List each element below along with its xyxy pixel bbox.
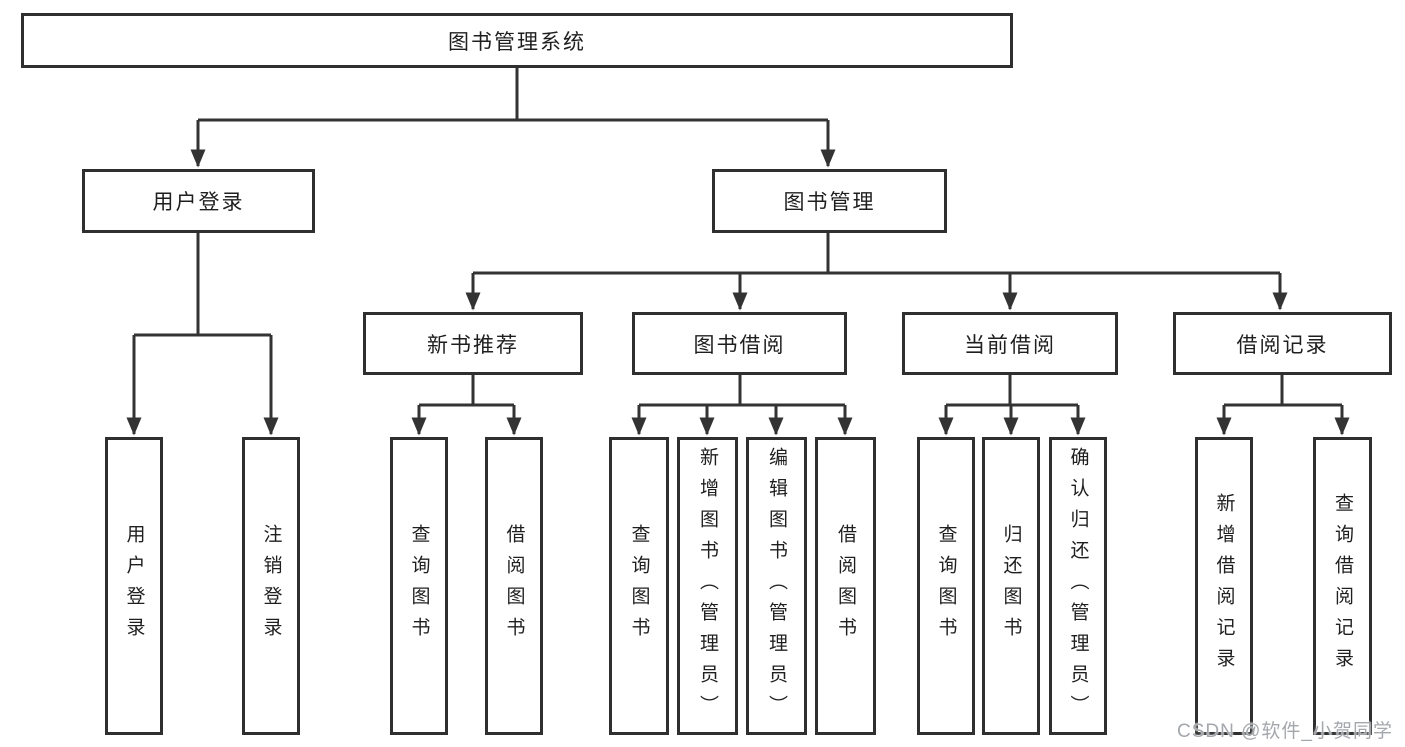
leaf-return-book: 归还图书 [982,437,1040,735]
leaf-borrow-book-recommend: 借阅图书 [485,437,543,735]
node-label: 注销登录 [260,524,282,648]
edge-borrow-records-trunk [1224,375,1342,407]
edge-new-book-trunk [419,375,514,407]
leaf-logout: 注销登录 [242,437,300,735]
node-label: 查询借阅记录 [1332,493,1353,679]
leaf-edit-book-admin: 编辑图书（管理员） [746,437,807,735]
node-label: 图书管理 [783,191,876,214]
node-label: 编辑图书（管理员） [766,446,787,726]
leaf-user-login: 用户登录 [105,437,163,735]
leaf-query-borrow-record: 查询借阅记录 [1313,437,1372,735]
node-current-borrow: 当前借阅 [902,312,1118,375]
node-label: 图书借阅 [693,333,786,357]
node-user-login: 用户登录 [82,169,315,233]
edge-book-management-trunk [473,233,1280,275]
leaf-add-book-admin: 新增图书（管理员） [677,437,738,735]
node-label: 借阅记录 [1236,333,1329,357]
node-root-system: 图书管理系统 [21,13,1013,68]
node-label: 查询图书 [408,524,430,648]
node-label: 用户登录 [123,524,145,648]
node-new-book-recommend: 新书推荐 [363,312,583,375]
node-label: 借阅图书 [503,524,525,648]
node-label: 新增图书（管理员） [697,446,718,726]
leaf-query-book-current: 查询图书 [917,437,975,735]
node-label: 图书管理系统 [448,30,586,54]
node-label: 归还图书 [1000,524,1022,648]
leaf-query-book-recommend: 查询图书 [390,437,448,735]
edge-current-borrow-trunk [946,375,1078,407]
leaf-borrow-book: 借阅图书 [815,437,876,735]
leaf-confirm-return-admin: 确认归还（管理员） [1049,437,1107,735]
edge-root-trunk [198,68,828,122]
leaf-query-book-borrow: 查询图书 [609,437,669,735]
node-label: 借阅图书 [835,524,856,648]
node-label: 新增借阅记录 [1213,493,1235,679]
node-borrow-records: 借阅记录 [1173,312,1392,375]
edge-user-login-trunk [134,233,271,337]
node-book-management: 图书管理 [712,169,947,233]
node-label: 查询图书 [935,524,957,648]
node-label: 当前借阅 [964,333,1056,357]
leaf-add-borrow-record: 新增借阅记录 [1195,437,1253,735]
node-label: 查询图书 [628,524,650,648]
edge-book-borrow-trunk [639,375,845,407]
node-label: 新书推荐 [427,333,519,357]
node-label: 用户登录 [152,191,245,214]
node-label: 确认归还（管理员） [1067,446,1089,726]
csdn-watermark: CSDN @软件_小贺同学 [1177,721,1393,742]
node-book-borrow: 图书借阅 [632,312,847,375]
